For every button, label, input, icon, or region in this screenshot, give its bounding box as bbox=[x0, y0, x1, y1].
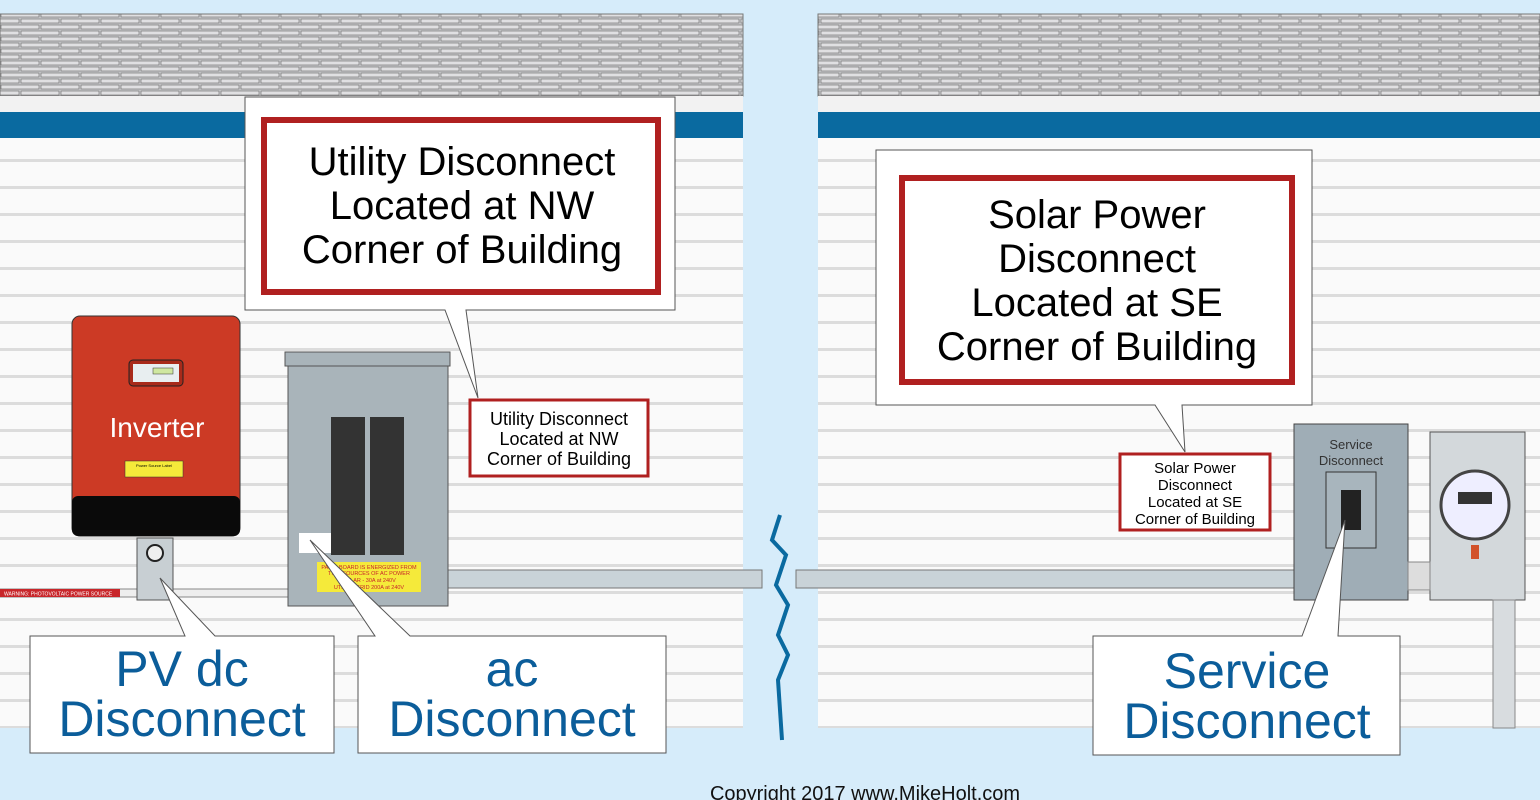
sign-text-line: Corner of Building bbox=[302, 228, 622, 272]
small-sign-right: Solar Power Disconnect Located at SE Cor… bbox=[1118, 452, 1272, 532]
sign-text-line: Disconnect bbox=[58, 691, 305, 747]
warning-label: WARNING: PHOTOVOLTAIC POWER SOURCE bbox=[4, 592, 113, 598]
sign-text-line: Disconnect bbox=[1158, 477, 1233, 494]
sign-text-line: Corner of Building bbox=[937, 325, 1257, 369]
sign-text-line: Utility Disconnect bbox=[309, 140, 616, 184]
sign-text-line: Utility Disconnect bbox=[490, 409, 628, 429]
sign-text-line: Corner of Building bbox=[487, 449, 631, 469]
sign-text-line: Corner of Building bbox=[1135, 511, 1255, 528]
sign-text-line: Located at NW bbox=[330, 184, 595, 228]
break-line bbox=[769, 514, 791, 741]
copyright: Copyright 2017 www.MikeHolt.com bbox=[710, 783, 1020, 800]
power-source-label: Power Source Label bbox=[136, 463, 172, 468]
service-disconnect-box: Service Disconnect bbox=[1293, 423, 1409, 601]
sign-text-line: Disconnect bbox=[1123, 693, 1370, 749]
inverter-label: Inverter bbox=[110, 412, 205, 443]
utility-meter bbox=[1407, 431, 1526, 729]
panel-warning-line: TWO SOURCES OF AC POWER bbox=[328, 571, 410, 577]
sign-text-line: Solar Power bbox=[1154, 460, 1236, 477]
sign-text-line: Disconnect bbox=[998, 237, 1196, 281]
sign-text-line: Disconnect bbox=[388, 691, 635, 747]
sign-text-line: Located at SE bbox=[971, 281, 1222, 325]
callout-ac-disconnect: ac Disconnect bbox=[309, 539, 667, 754]
panelboard: PANELBOARD IS ENERGIZED FROM TWO SOURCES… bbox=[284, 351, 451, 607]
sign-text-line: Disconnect bbox=[1319, 453, 1384, 468]
callout-service-disconnect: Service Disconnect bbox=[1092, 519, 1401, 756]
sign-text-line: Located at SE bbox=[1148, 494, 1242, 511]
sign-text-line: Service bbox=[1164, 643, 1331, 699]
panel-warning-line: SOLAR - 30A at 240V bbox=[342, 578, 396, 584]
panel-warning-line: PANELBOARD IS ENERGIZED FROM bbox=[321, 565, 417, 571]
panel-warning-line: UTILITY GRID 200A at 240V bbox=[334, 585, 405, 591]
sign-text-line: Solar Power bbox=[988, 193, 1206, 237]
warning-strip bbox=[0, 589, 120, 597]
sign-text-line: Located at NW bbox=[499, 429, 618, 449]
callout-pv-dc-disconnect: PV dc Disconnect bbox=[29, 577, 335, 754]
big-sign-left: Utility Disconnect Located at NW Corner … bbox=[244, 96, 676, 399]
sign-text-line: PV dc bbox=[115, 641, 248, 697]
sign-text-line: Service bbox=[1329, 437, 1372, 452]
sign-text-line: ac bbox=[486, 641, 539, 697]
inverter: Inverter Power Source Label bbox=[71, 315, 241, 601]
small-sign-left: Utility Disconnect Located at NW Corner … bbox=[468, 398, 650, 478]
big-sign-right: Solar Power Disconnect Located at SE Cor… bbox=[875, 149, 1313, 453]
